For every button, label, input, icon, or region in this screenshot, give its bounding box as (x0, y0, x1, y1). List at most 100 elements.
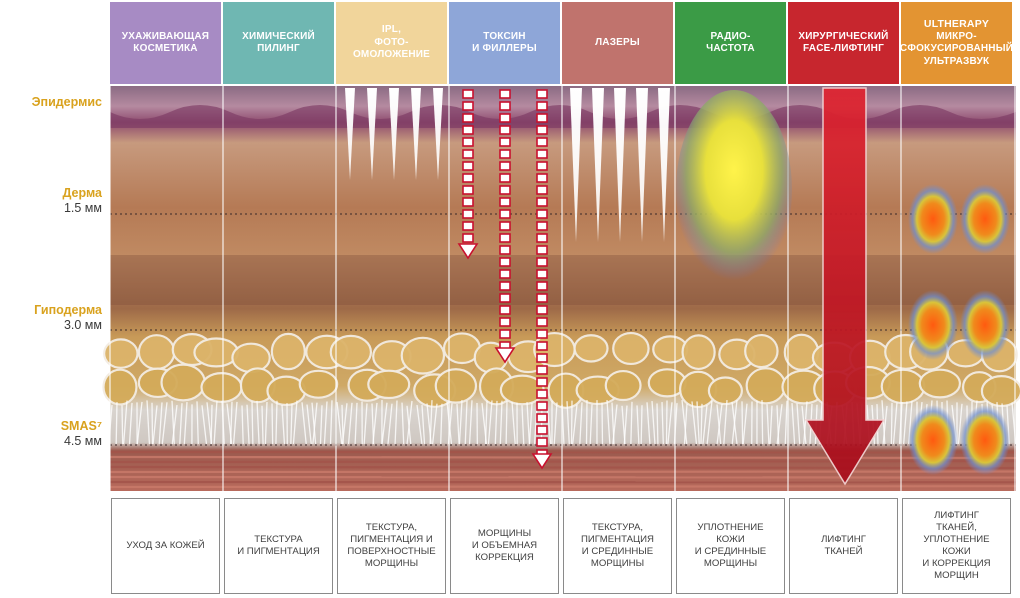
injection-dash (499, 209, 511, 219)
column-header-cosmetics: Ухаживающая косметика (110, 2, 221, 84)
fat-lobule (681, 334, 716, 371)
surgical-lift-arrow (804, 87, 886, 486)
injection-dash (499, 233, 511, 243)
result-text: Текстура, пигментация и срединные морщин… (581, 522, 654, 569)
collagen-fiber (464, 400, 468, 445)
dermis-band (110, 255, 1016, 305)
header-text: Химический пилинг (242, 30, 315, 55)
column-header-ultherapy: UltherapyМикро- сфокусированный ультразв… (900, 2, 1013, 84)
collagen-fiber (290, 403, 293, 445)
injection-dash (462, 137, 474, 147)
fat-lobule (270, 332, 306, 371)
collagen-fiber (494, 400, 498, 445)
collagen-fiber (275, 400, 278, 445)
collagen-fiber (319, 405, 323, 445)
muscle-fiber (109, 485, 1017, 489)
fat-lobule (367, 369, 411, 400)
collagen-fiber (484, 400, 488, 445)
collagen-fiber (656, 403, 659, 445)
fat-lobule (573, 334, 609, 363)
smas-fibers (108, 399, 1017, 445)
injection-dash (499, 113, 511, 123)
depth-name: SMAS⁷ (60, 419, 102, 433)
result-box-ipl: Текстура, пигментация и поверхностные мо… (337, 498, 446, 594)
injection-dash (462, 173, 474, 183)
ultrasound-focal-point (908, 290, 958, 360)
collagen-fiber (329, 400, 333, 445)
injection-dash (536, 149, 548, 159)
ipl-spike (389, 88, 399, 180)
injection-dash (462, 89, 474, 99)
collagen-fiber (511, 401, 516, 445)
collagen-fiber (354, 402, 358, 445)
muscle-fiber (109, 455, 1017, 460)
header-text: Лазеры (595, 36, 640, 48)
collagen-fiber (381, 402, 388, 445)
injection-dash (499, 137, 511, 147)
fat-lobule (918, 368, 962, 399)
collagen-fiber (661, 402, 664, 445)
depth-name: Дерма (62, 186, 102, 200)
injection-dash (536, 401, 548, 411)
collagen-fiber (630, 401, 633, 445)
fat-lobule (160, 363, 206, 402)
depth-value: 4.5 мм (63, 434, 102, 448)
injection-dash (536, 209, 548, 219)
injection-dash (536, 329, 548, 339)
injection-dash (499, 149, 511, 159)
injection-dash (536, 293, 548, 303)
collagen-fiber (526, 402, 531, 445)
collagen-fiber (700, 403, 703, 445)
injection-dash (536, 341, 548, 351)
fat-lobule (298, 369, 339, 399)
result-text: Уплотнение кожи и срединные морщины (694, 522, 767, 569)
collagen-fiber (281, 404, 286, 445)
collagen-fiber (468, 400, 473, 445)
collagen-fiber (264, 401, 268, 445)
injection-dash (536, 221, 548, 231)
collagen-fiber (372, 402, 378, 445)
collagen-fiber (241, 405, 244, 445)
collagen-fiber (363, 403, 368, 445)
result-text: Лифтинг тканей, уплотнение кожи и коррек… (922, 510, 991, 581)
injection-dash (536, 389, 548, 399)
injection-dash (462, 101, 474, 111)
fat-lobule (604, 369, 642, 402)
injection-dash (536, 113, 548, 123)
collagen-fiber (201, 405, 208, 445)
ipl-spike (433, 88, 443, 180)
collagen-fiber (121, 405, 124, 445)
collagen-fiber (232, 401, 238, 445)
fat-lobule (200, 371, 243, 404)
injection-dash (462, 113, 474, 123)
injection-arrowhead (531, 453, 553, 470)
collagen-fiber (136, 401, 143, 445)
laser-spike (592, 88, 604, 242)
collagen-fiber (416, 404, 423, 445)
depth-label-epidermis: Эпидермис (2, 95, 102, 110)
injection-dash (499, 329, 511, 339)
injection-dash (536, 437, 548, 447)
ipl-spike (367, 88, 377, 180)
fat-lobule (434, 368, 478, 404)
ipl-spike (345, 88, 355, 180)
result-text: Морщины и объемная коррекция (471, 528, 538, 563)
collagen-fiber (256, 400, 260, 445)
header-text: Ухаживающая косметика (121, 30, 210, 55)
collagen-fiber (683, 403, 688, 445)
laser-spike (614, 88, 626, 242)
result-box-radiofrequency: Уплотнение кожи и срединные морщины (676, 498, 785, 594)
collagen-fiber (769, 405, 773, 445)
collagen-fiber (251, 401, 254, 445)
collagen-fiber (128, 402, 133, 445)
injection-dash (499, 245, 511, 255)
collagen-fiber (696, 401, 700, 445)
collagen-fiber (122, 400, 128, 445)
collagen-fiber (213, 400, 218, 445)
injection-dash (462, 233, 474, 243)
collagen-fiber (179, 403, 183, 445)
collagen-fiber (458, 400, 463, 445)
column-header-lasers: Лазеры (562, 2, 673, 84)
collagen-fiber (229, 401, 233, 445)
collagen-fiber (431, 403, 438, 445)
